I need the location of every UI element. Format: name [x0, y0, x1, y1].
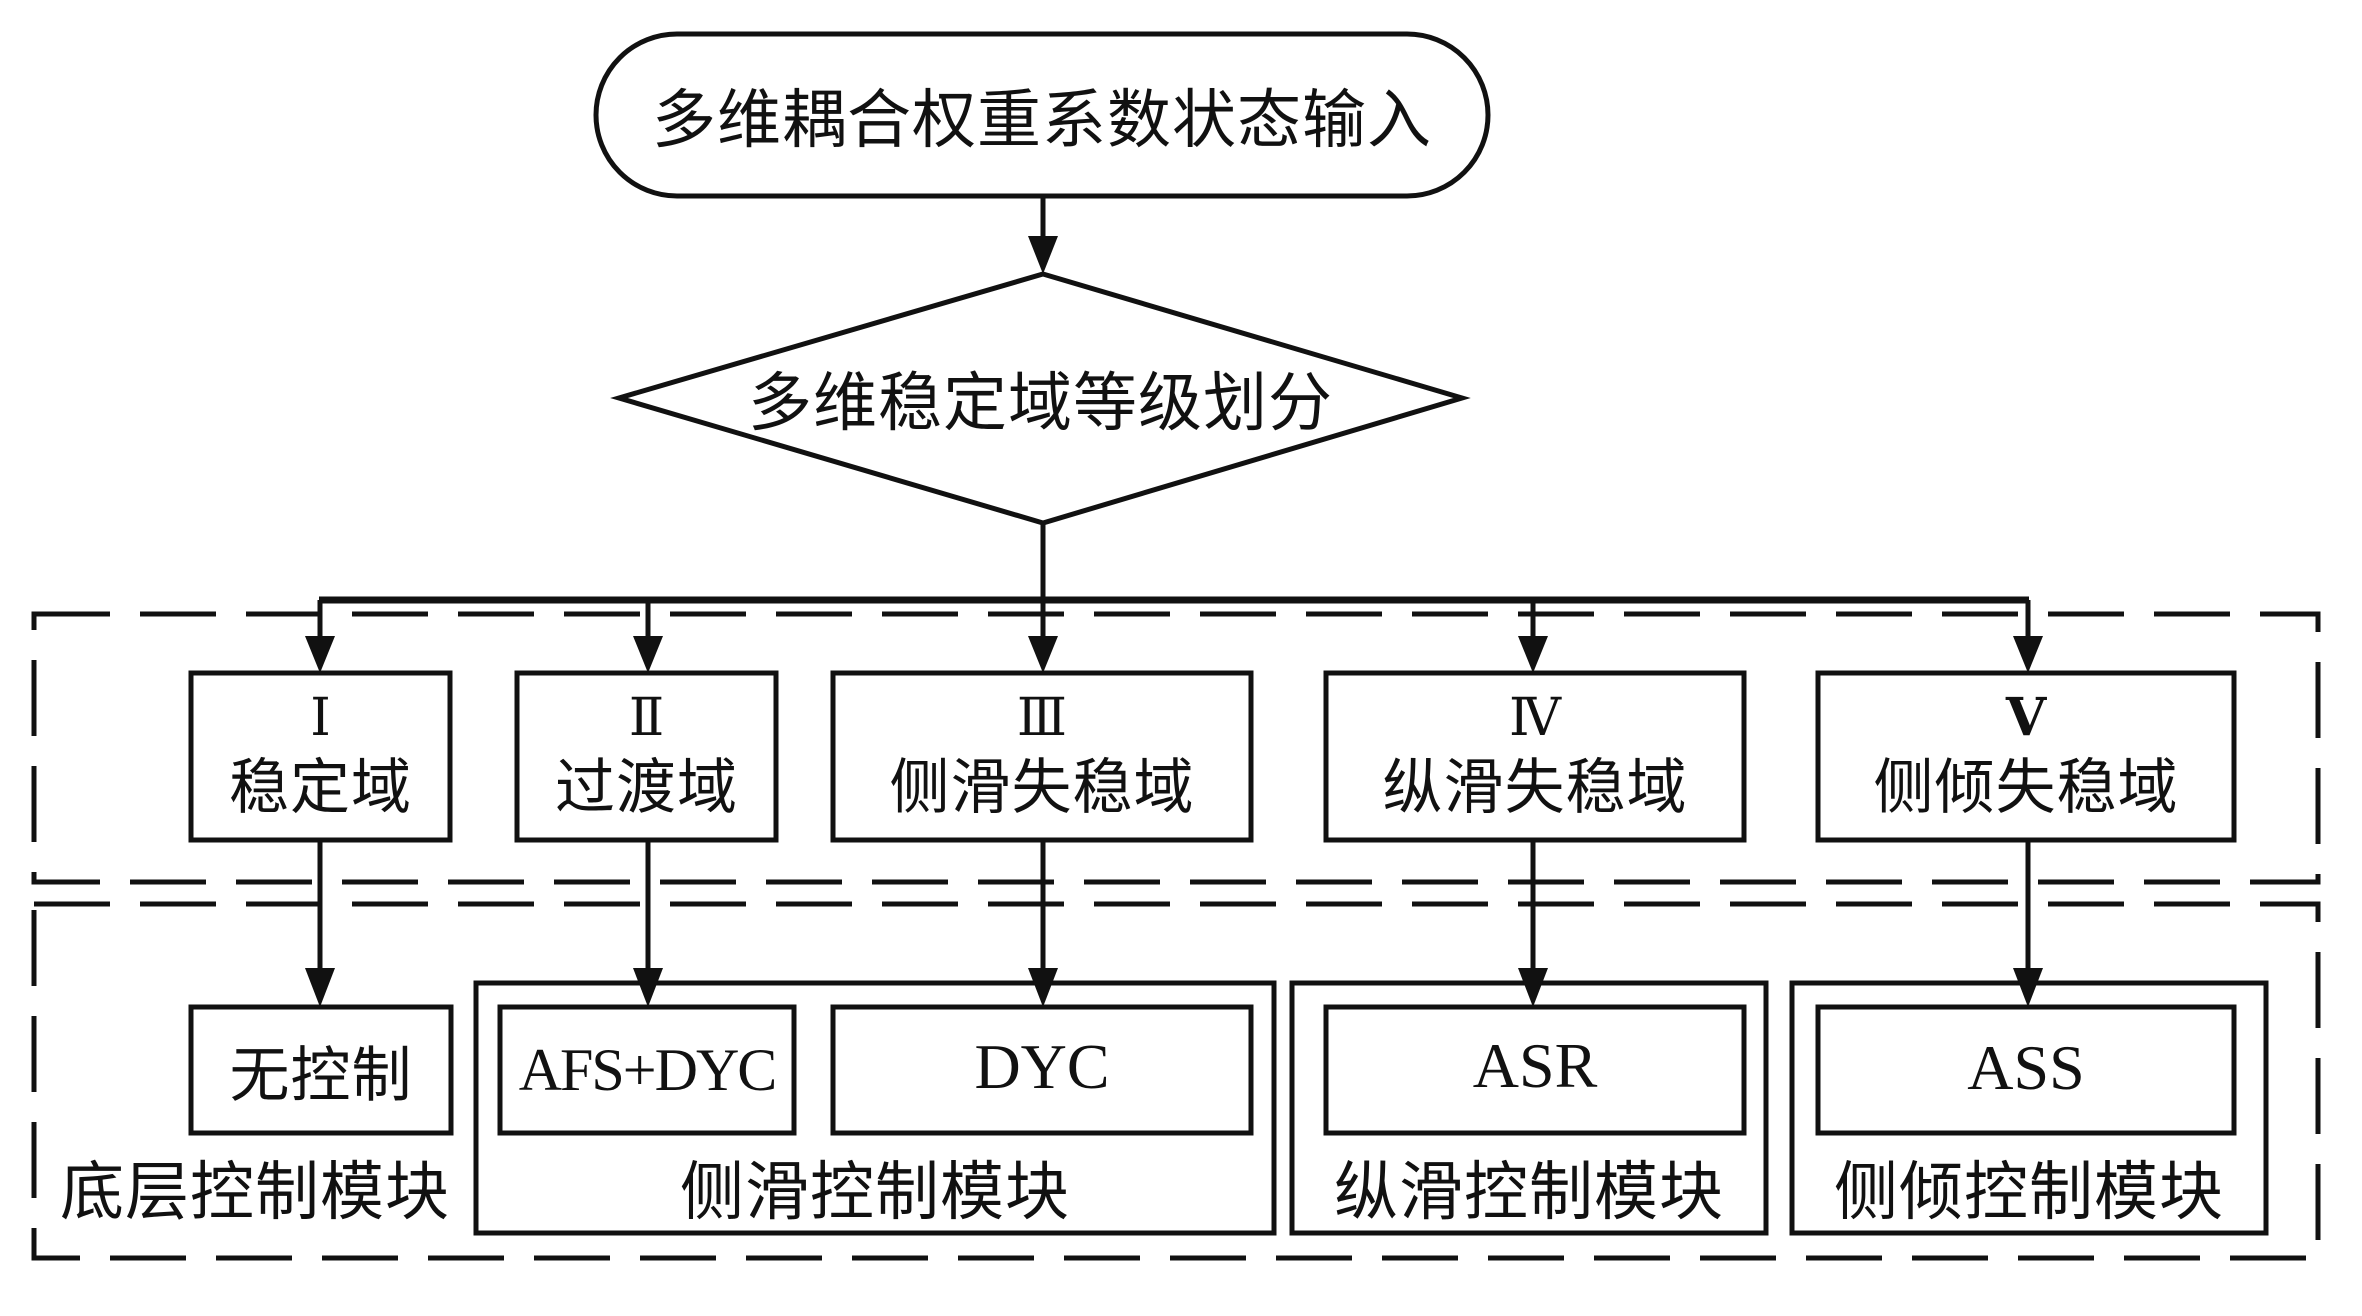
controller-afs-dyc-label: AFS+DYC	[518, 1036, 778, 1103]
domain-label: 稳定域	[229, 752, 412, 823]
domain-numeral: Ⅲ	[1016, 689, 1068, 747]
domain-numeral: Ⅱ	[628, 689, 665, 747]
start-node-label: 多维耦合权重系数状态输入	[652, 84, 1432, 158]
arrowhead-icon	[633, 636, 663, 673]
controller-dyc-label: DYC	[974, 1031, 1110, 1102]
roll-module-label: 侧倾控制模块	[1834, 1156, 2224, 1230]
domain-numeral: Ⅴ	[2005, 689, 2047, 747]
domain-box-4	[1323, 670, 1747, 843]
control-level-dashed-boundary	[31, 901, 2321, 1261]
base-module-label: 底层控制模块	[60, 1156, 450, 1230]
arrowhead-icon	[1518, 968, 1548, 1007]
controller-box-ass	[1815, 1004, 2237, 1136]
arrowhead-icon	[1028, 636, 1058, 673]
arrowhead-icon	[1028, 968, 1058, 1007]
sideslip-module-box	[473, 980, 1277, 1236]
controller-box-afs-dyc	[497, 1004, 797, 1136]
controller-box-none	[188, 1004, 454, 1136]
controller-ass-label: ASS	[1967, 1032, 2085, 1103]
domain-4: Ⅳ 纵滑失稳域	[1326, 680, 1744, 835]
arrowhead-icon	[2013, 636, 2043, 673]
domain-2: Ⅱ 过渡域	[517, 680, 776, 835]
domain-numeral: Ⅰ	[310, 689, 331, 747]
arrowhead-icon	[305, 636, 335, 673]
controller-asr-label: ASR	[1472, 1030, 1598, 1101]
controller-arrows	[317, 840, 2031, 972]
domain-5: Ⅴ 侧倾失稳域	[1818, 680, 2234, 835]
domain-box-2	[514, 670, 779, 843]
domain-numeral: Ⅳ	[1509, 689, 1561, 747]
arrowhead-icon	[1518, 636, 1548, 673]
domain-box-3	[830, 670, 1254, 843]
arrowhead-icon	[305, 968, 335, 1007]
domain-label: 纵滑失稳域	[1382, 752, 1688, 823]
controller-none-label: 无控制	[229, 1040, 413, 1111]
domain-label: 过渡域	[555, 752, 738, 823]
arrowhead-icon	[633, 968, 663, 1007]
sideslip-module-label: 侧滑控制模块	[680, 1156, 1070, 1230]
longitudinal-module-label: 纵滑控制模块	[1334, 1156, 1724, 1230]
domain-3: Ⅲ 侧滑失稳域	[833, 680, 1251, 835]
arrowhead-icon	[1028, 236, 1058, 274]
controller-box-dyc	[830, 1004, 1254, 1136]
domain-label: 侧滑失稳域	[889, 752, 1195, 823]
decision-node-label: 多维稳定域等级划分	[748, 367, 1333, 441]
domain-arrows	[317, 600, 2031, 640]
arrowhead-icon	[2013, 968, 2043, 1007]
controller-box-asr	[1323, 1004, 1747, 1136]
domain-label: 侧倾失稳域	[1873, 752, 2179, 823]
domain-box-5	[1815, 670, 2237, 843]
domain-1: Ⅰ 稳定域	[191, 680, 450, 835]
